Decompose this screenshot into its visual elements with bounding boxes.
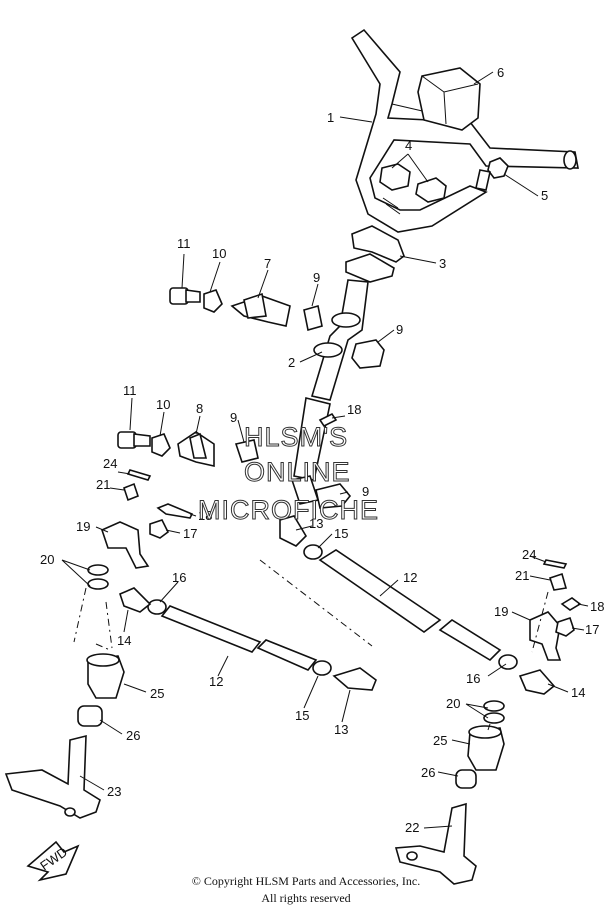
callout-13-lower: 13 bbox=[334, 722, 348, 737]
callout-9-d: 9 bbox=[362, 484, 369, 499]
callout-17-right: 17 bbox=[585, 622, 599, 637]
callout-11-upper: 11 bbox=[177, 236, 191, 251]
knuckle-arm-right bbox=[529, 611, 562, 661]
knuckle-left bbox=[4, 734, 101, 819]
column-clamp-lower bbox=[177, 431, 215, 467]
callout-20-left: 20 bbox=[40, 552, 54, 567]
leader-lines bbox=[61, 71, 589, 829]
steering-column bbox=[293, 279, 369, 481]
nuts-17 bbox=[149, 519, 575, 637]
watermark-line-1: HLSM'S bbox=[244, 422, 348, 452]
callout-14-left: 14 bbox=[117, 633, 131, 648]
knuckle-right bbox=[394, 802, 477, 885]
callout-16-left: 16 bbox=[172, 570, 186, 585]
callout-6: 6 bbox=[497, 65, 504, 80]
callout-17-left: 17 bbox=[183, 526, 197, 541]
bushing-26-left bbox=[77, 705, 103, 727]
column-clamp-upper bbox=[230, 292, 291, 327]
callout-9-c: 9 bbox=[230, 410, 237, 425]
watermark-line-3: MICROFICHE bbox=[198, 495, 379, 525]
callout-24-right: 24 bbox=[522, 547, 536, 562]
callout-5: 5 bbox=[541, 188, 548, 203]
centre-lines bbox=[73, 559, 549, 731]
callout-9-a: 9 bbox=[313, 270, 320, 285]
castle-nuts bbox=[123, 469, 568, 591]
callout-3: 3 bbox=[439, 256, 446, 271]
knuckle-arm-left bbox=[101, 521, 150, 569]
bushings bbox=[234, 304, 385, 509]
callout-16-right: 16 bbox=[466, 671, 480, 686]
callout-12-right: 12 bbox=[403, 570, 417, 585]
callout-2: 2 bbox=[288, 355, 295, 370]
callout-15-upper: 15 bbox=[334, 526, 348, 541]
nuts-10 bbox=[151, 289, 223, 457]
callout-labels: 1 6 4 5 3 11 10 7 9 9 2 11 10 8 9 18 24 … bbox=[40, 65, 604, 835]
callout-8: 8 bbox=[196, 401, 203, 416]
tie-rod-left bbox=[160, 605, 318, 671]
bushing-26-right bbox=[455, 769, 477, 789]
dust-cover-left bbox=[86, 653, 125, 699]
callout-10-upper: 10 bbox=[212, 246, 226, 261]
callout-26-right: 26 bbox=[421, 765, 435, 780]
locknuts bbox=[147, 544, 518, 676]
handlebar-cover bbox=[417, 67, 481, 131]
washers bbox=[87, 564, 505, 724]
callout-11-lower: 11 bbox=[123, 383, 137, 398]
callout-25-left: 25 bbox=[150, 686, 164, 701]
tie-rod-ends bbox=[119, 587, 556, 695]
callout-19-right: 19 bbox=[494, 604, 508, 619]
callout-12-left: 12 bbox=[209, 674, 223, 689]
callout-24-left: 24 bbox=[103, 456, 117, 471]
callout-23: 23 bbox=[107, 784, 121, 799]
callout-20-right: 20 bbox=[446, 696, 460, 711]
bolt-5 bbox=[475, 157, 509, 191]
copyright-line-2: All rights reserved bbox=[261, 891, 351, 905]
column-pitman-arm bbox=[279, 475, 320, 547]
callout-9-b: 9 bbox=[396, 322, 403, 337]
callout-10-lower: 10 bbox=[156, 397, 170, 412]
callout-14-right: 14 bbox=[571, 685, 585, 700]
callout-13-upper: 13 bbox=[309, 516, 323, 531]
watermark-line-2: ONLINE bbox=[244, 457, 351, 487]
callout-21-left: 21 bbox=[96, 477, 110, 492]
callout-1: 1 bbox=[327, 110, 334, 125]
callout-18-left: 18 bbox=[198, 508, 212, 523]
callout-25-right: 25 bbox=[433, 733, 447, 748]
callout-4: 4 bbox=[405, 138, 412, 153]
dust-cover-right bbox=[467, 725, 505, 771]
callout-26-left: 26 bbox=[126, 728, 140, 743]
callout-22: 22 bbox=[405, 820, 419, 835]
callout-18-right: 18 bbox=[590, 599, 604, 614]
callout-15-lower: 15 bbox=[295, 708, 309, 723]
callout-7: 7 bbox=[264, 256, 271, 271]
copyright-line-1: © Copyright HLSM Parts and Accessories, … bbox=[191, 874, 421, 888]
upper-holders bbox=[379, 163, 447, 203]
watermark: HLSM'S ONLINE MICROFICHE bbox=[198, 422, 379, 526]
callout-18-upper: 18 bbox=[347, 402, 361, 417]
bolts-11 bbox=[117, 287, 201, 449]
tie-rod-right bbox=[318, 549, 502, 662]
callout-19-left: 19 bbox=[76, 519, 90, 534]
callout-21-right: 21 bbox=[515, 568, 529, 583]
lower-holder bbox=[345, 225, 405, 283]
